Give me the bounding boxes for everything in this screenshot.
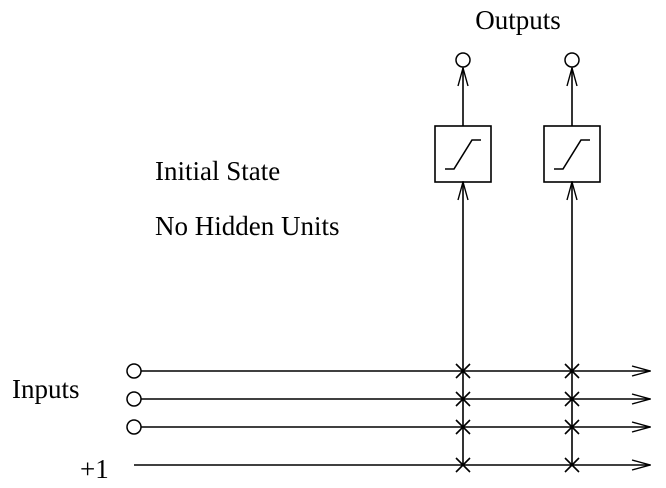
input-lines	[126, 363, 650, 465]
bias-label: +1	[80, 454, 109, 484]
cross-icon	[564, 457, 580, 473]
inputs-label: Inputs	[12, 374, 80, 404]
cross-icon	[455, 457, 471, 473]
cross-icon	[455, 419, 471, 435]
sigmoid-icon	[445, 139, 481, 170]
cross-icon	[564, 391, 580, 407]
cross-icon	[455, 391, 471, 407]
input-node	[126, 391, 142, 407]
output-unit-2	[543, 52, 601, 465]
outputs-label: Outputs	[475, 5, 561, 35]
cross-icon	[564, 419, 580, 435]
cross-icon	[455, 363, 471, 379]
output-unit-1	[434, 52, 492, 465]
output-node	[564, 52, 580, 68]
no-hidden-units-label: No Hidden Units	[155, 211, 340, 241]
output-node	[455, 52, 471, 68]
input-node	[126, 419, 142, 435]
cross-icon	[564, 363, 580, 379]
sigmoid-icon	[554, 139, 590, 170]
initial-state-label: Initial State	[155, 156, 280, 186]
input-node	[126, 363, 142, 379]
connection-crosses	[455, 363, 580, 473]
